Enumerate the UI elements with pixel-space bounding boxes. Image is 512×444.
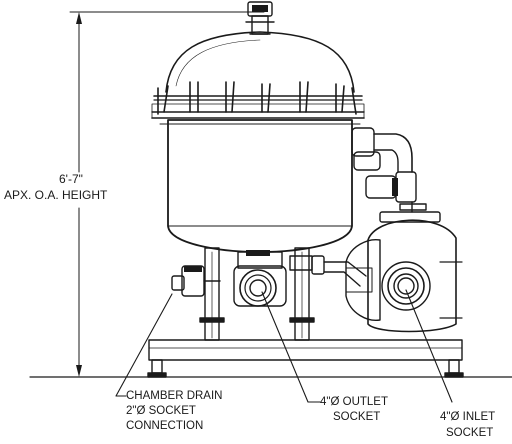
outlet-valve: [233, 250, 287, 307]
height-dimension-value: 6'-7": [59, 172, 83, 186]
outlet-label-line2: SOCKET: [333, 411, 381, 423]
inlet-label-line2: SOCKET: [446, 427, 494, 439]
dome-lid: [151, 31, 365, 119]
chamber-drain-label-line2: 2"Ø SOCKET: [126, 405, 196, 417]
cross-pipe: [289, 255, 373, 293]
height-dimension-line: [69, 11, 265, 377]
return-piping: [351, 127, 427, 213]
inlet-port: [381, 261, 431, 311]
leader-lines: [115, 289, 453, 403]
tank-body: [159, 119, 361, 253]
chamber-drain-label-line3: CONNECTION: [126, 420, 204, 432]
inlet-label-line1: 4"Ø INLET: [440, 411, 496, 423]
pump-motor: [345, 211, 463, 333]
top-valve: [245, 1, 275, 35]
outlet-label-line1: 4"Ø OUTLET: [320, 396, 388, 408]
chamber-drain: [171, 265, 221, 297]
base-skid: [147, 339, 464, 378]
height-dimension-caption: APX. O.A. HEIGHT: [4, 188, 108, 202]
tank-legs: [199, 247, 315, 341]
chamber-drain-label-line1: CHAMBER DRAIN: [126, 390, 223, 402]
